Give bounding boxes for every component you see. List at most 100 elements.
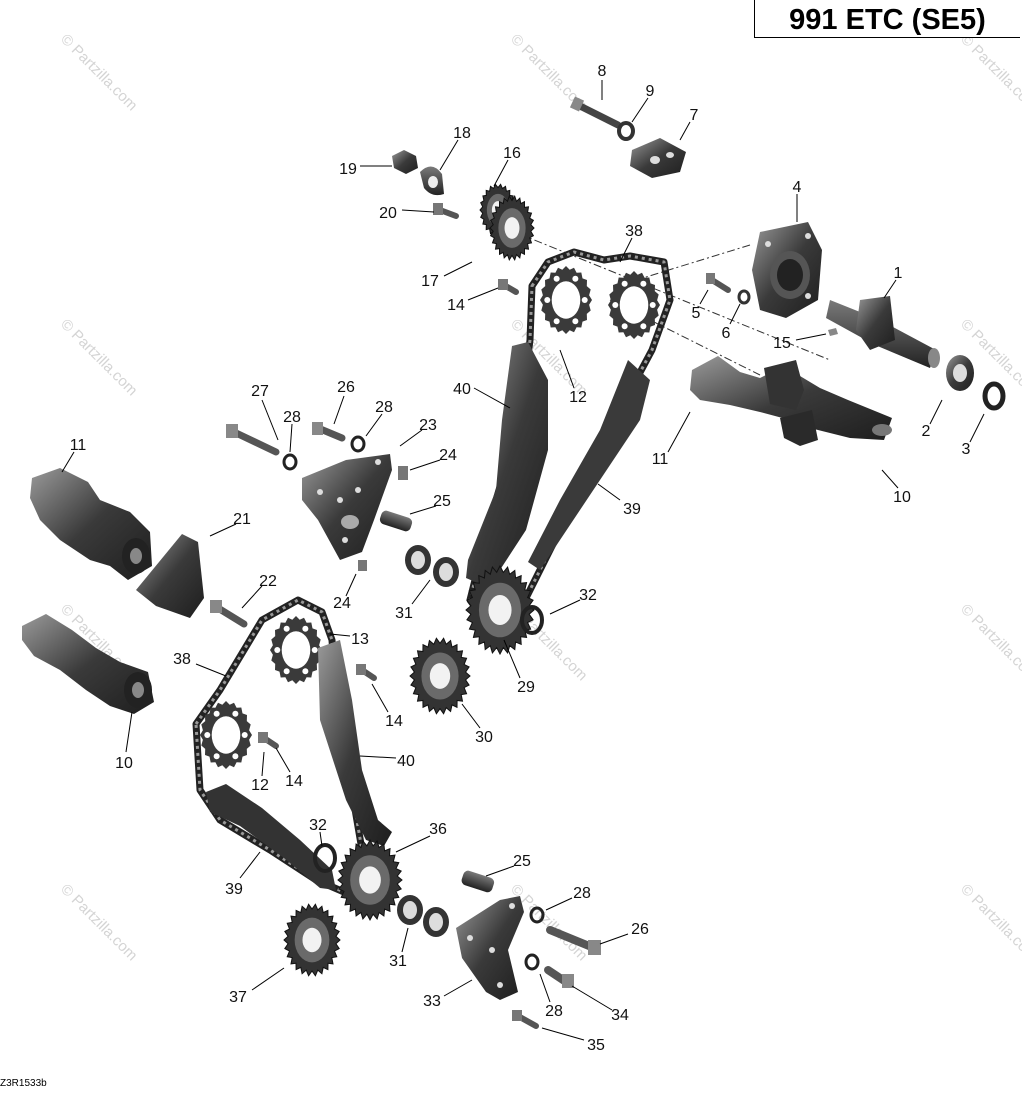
leader-line — [679, 121, 691, 141]
bolt-part-35 — [512, 1010, 539, 1029]
leader-line — [401, 927, 409, 953]
leader-line — [261, 399, 279, 441]
leader-line — [631, 97, 649, 123]
sprocket-part-12-upper-a — [540, 266, 592, 334]
callout-19: 19 — [339, 161, 392, 178]
callout-12: 12 — [559, 349, 587, 406]
tensioner-guide-part-39-upper — [528, 360, 650, 570]
leader-line — [365, 413, 383, 437]
callout-number: 17 — [421, 273, 439, 290]
drawing-number: Z3R1533b — [0, 1078, 47, 1089]
callout-11: 11 — [61, 437, 86, 473]
callout-22: 22 — [241, 573, 277, 609]
bolt-part-20 — [433, 203, 459, 219]
leader-line — [399, 429, 423, 447]
leader-line — [667, 411, 691, 453]
leader-line — [599, 933, 629, 945]
callout-number: 32 — [579, 587, 597, 604]
gear-part-30 — [409, 637, 471, 715]
leader-line — [329, 633, 351, 637]
callout-number: 25 — [433, 493, 451, 510]
callout-1: 1 — [883, 265, 903, 299]
callout-number: 33 — [423, 993, 441, 1010]
callout-number: 20 — [379, 205, 397, 222]
callout-14: 14 — [371, 683, 403, 730]
callout-number: 40 — [397, 753, 415, 770]
washer-part-28-b — [350, 435, 366, 453]
chain-guide-part-40-lower — [318, 640, 392, 846]
leader-line — [597, 483, 621, 501]
callout-38: 38 — [619, 223, 643, 263]
callout-14: 14 — [275, 747, 303, 790]
callout-number: 31 — [395, 605, 413, 622]
callout-number: 10 — [115, 755, 133, 772]
callout-16: 16 — [493, 145, 521, 187]
callout-6: 6 — [722, 303, 741, 342]
leader-line — [261, 751, 265, 777]
sprocket-part-12-lower — [200, 701, 252, 769]
callout-number: 28 — [545, 1003, 563, 1020]
callout-number: 11 — [652, 451, 669, 468]
callout-8: 8 — [598, 63, 607, 100]
block-part-7 — [630, 138, 686, 178]
leader-line — [929, 399, 943, 425]
washer-part-9 — [617, 121, 635, 141]
callout-34: 34 — [571, 985, 629, 1024]
callout-7: 7 — [679, 107, 699, 141]
callout-11: 11 — [652, 411, 691, 468]
callout-number: 40 — [453, 381, 471, 398]
callout-17: 17 — [421, 261, 473, 290]
callout-number: 24 — [333, 595, 351, 612]
leader-line — [545, 897, 573, 911]
leader-line — [409, 459, 441, 471]
gear-part-37 — [283, 903, 341, 977]
leader-line — [61, 451, 75, 473]
bolt-part-22 — [210, 600, 248, 628]
callout-number: 32 — [309, 817, 327, 834]
watermark-text: © Partzilla.com — [957, 601, 1022, 684]
callout-layer: 8971819162017143841561512402311103911212… — [61, 63, 985, 1054]
watermark-layer: © Partzilla.com © Partzilla.com © Partzill… — [57, 31, 1022, 964]
leader-line — [401, 209, 435, 213]
callout-26: 26 — [599, 921, 649, 945]
bolt-part-26-upper — [312, 422, 346, 442]
callout-number: 9 — [646, 83, 655, 100]
tensioner-part-21 — [136, 534, 204, 618]
leader-line — [549, 599, 581, 615]
bearing-part-2 — [946, 355, 974, 391]
callout-number: 4 — [793, 179, 802, 196]
camshaft-part-11-left — [30, 468, 152, 580]
callout-40: 40 — [359, 753, 415, 770]
leader-line — [319, 831, 323, 847]
leader-line — [473, 387, 511, 409]
washer-part-32-lower — [313, 843, 337, 873]
callout-27: 27 — [251, 383, 279, 441]
leader-line — [729, 303, 741, 325]
callout-number: 18 — [453, 125, 471, 142]
leader-line — [239, 851, 261, 879]
gear-part-36 — [337, 838, 403, 922]
leader-line — [541, 1027, 585, 1041]
parts-layer — [22, 96, 1006, 1029]
leader-line — [571, 985, 613, 1011]
callout-number: 12 — [251, 777, 269, 794]
bracket-part-23 — [302, 454, 392, 560]
callout-number: 2 — [922, 423, 931, 440]
washer-part-32-upper — [520, 605, 544, 635]
leader-line — [883, 279, 897, 299]
callout-31: 31 — [395, 579, 431, 622]
callout-number: 24 — [439, 447, 457, 464]
housing-part-4 — [752, 222, 822, 318]
bolt-part-14-lower-a — [356, 664, 377, 681]
callout-number: 27 — [251, 383, 269, 400]
leader-line — [241, 585, 263, 609]
key-part-15 — [828, 328, 838, 336]
callout-25: 25 — [409, 493, 451, 515]
leader-line — [485, 865, 515, 877]
watermark-text: © Partzilla.com — [57, 31, 140, 114]
dowel-part-24-a — [398, 466, 408, 480]
leader-line — [559, 349, 575, 389]
bolt-part-5 — [706, 273, 731, 293]
watermark-text: © Partzilla.com — [957, 31, 1022, 114]
